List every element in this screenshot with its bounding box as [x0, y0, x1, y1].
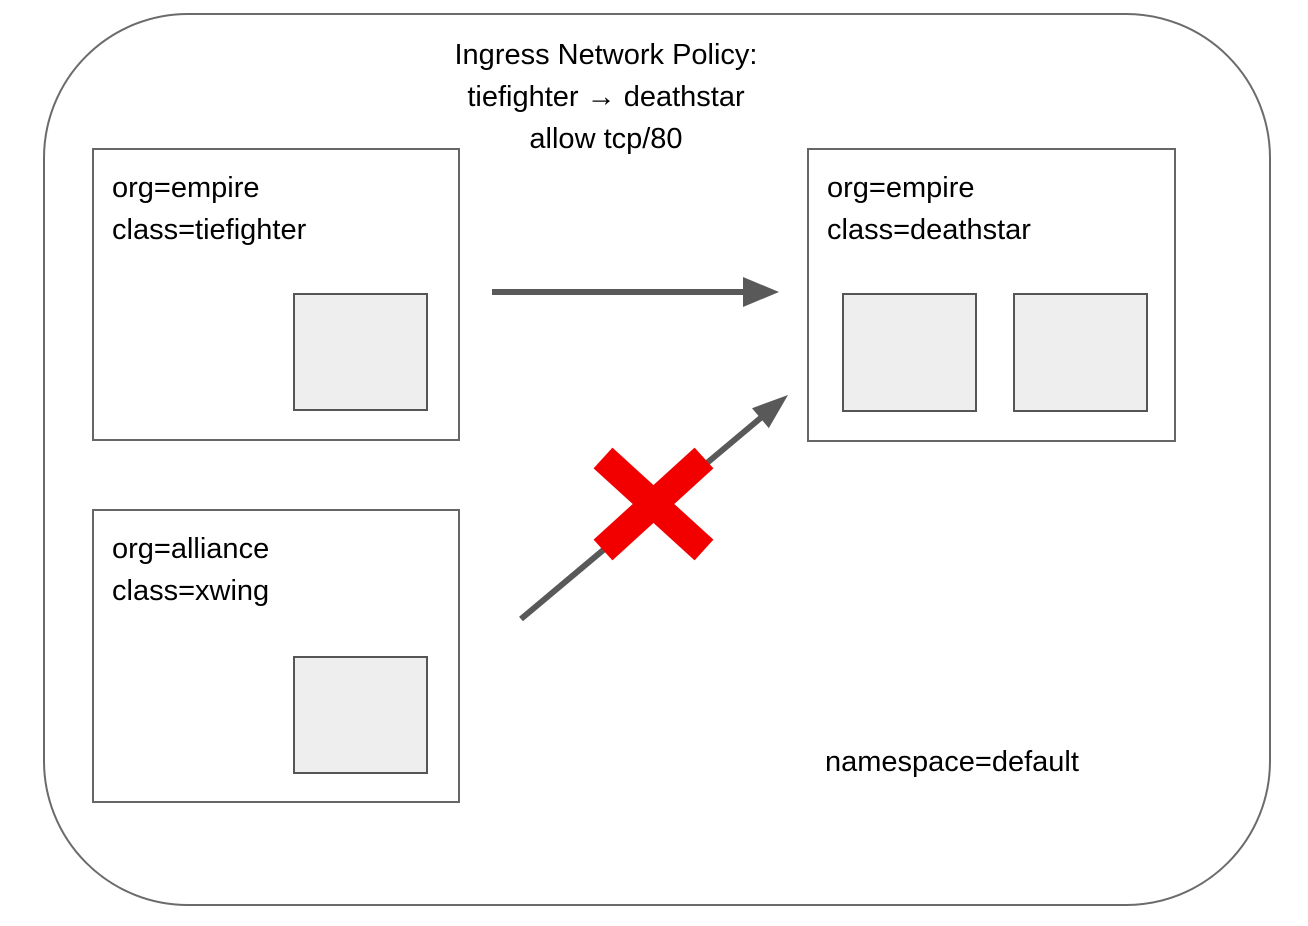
- policy-title-line-3: allow tcp/80: [529, 123, 683, 155]
- pod-square: [1013, 293, 1148, 412]
- node-label-line: org=alliance: [112, 533, 270, 565]
- node-box-xwing: org=alliance class=xwing: [92, 509, 460, 803]
- pod-square: [293, 293, 428, 411]
- namespace-label: namespace=default: [825, 746, 1079, 778]
- node-label-line: class=deathstar: [827, 214, 1031, 246]
- pod-square: [293, 656, 428, 774]
- node-label-xwing: org=alliance class=xwing: [112, 528, 269, 612]
- node-label-deathstar: org=empire class=deathstar: [827, 167, 1031, 251]
- node-label-line: class=xwing: [112, 575, 270, 607]
- policy-title-line-2: tiefighter → deathstar: [467, 81, 745, 113]
- node-label-line: org=empire: [112, 172, 260, 204]
- node-box-tiefighter: org=empire class=tiefighter: [92, 148, 460, 441]
- node-label-line: org=empire: [827, 172, 975, 204]
- node-box-deathstar: org=empire class=deathstar: [807, 148, 1176, 442]
- policy-title-line-1: Ingress Network Policy:: [454, 39, 758, 71]
- node-label-tiefighter: org=empire class=tiefighter: [112, 167, 306, 251]
- policy-title: Ingress Network Policy: tiefighter → dea…: [306, 34, 906, 160]
- node-label-line: class=tiefighter: [112, 214, 307, 246]
- pod-square: [842, 293, 977, 412]
